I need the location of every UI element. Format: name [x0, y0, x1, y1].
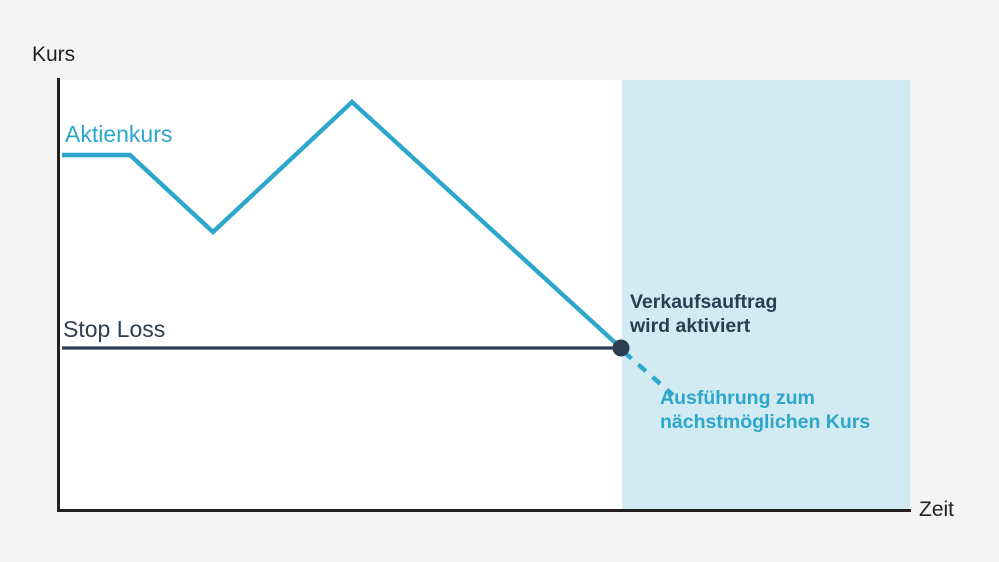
execution-annotation-text: Ausführung zum nächstmöglichen Kurs [660, 387, 871, 433]
future-region-shading [622, 80, 910, 510]
y-axis-title: Kurs [32, 43, 76, 66]
stop-loss-label: Stop Loss [63, 316, 166, 342]
trigger-annotation-text: Verkaufsauftrag wird aktiviert [630, 291, 778, 337]
price-series-line [62, 99, 623, 350]
price-series-label: Aktienkurs [65, 121, 173, 147]
x-axis-title: Zeit [919, 498, 955, 521]
trigger-point-marker [612, 339, 630, 357]
